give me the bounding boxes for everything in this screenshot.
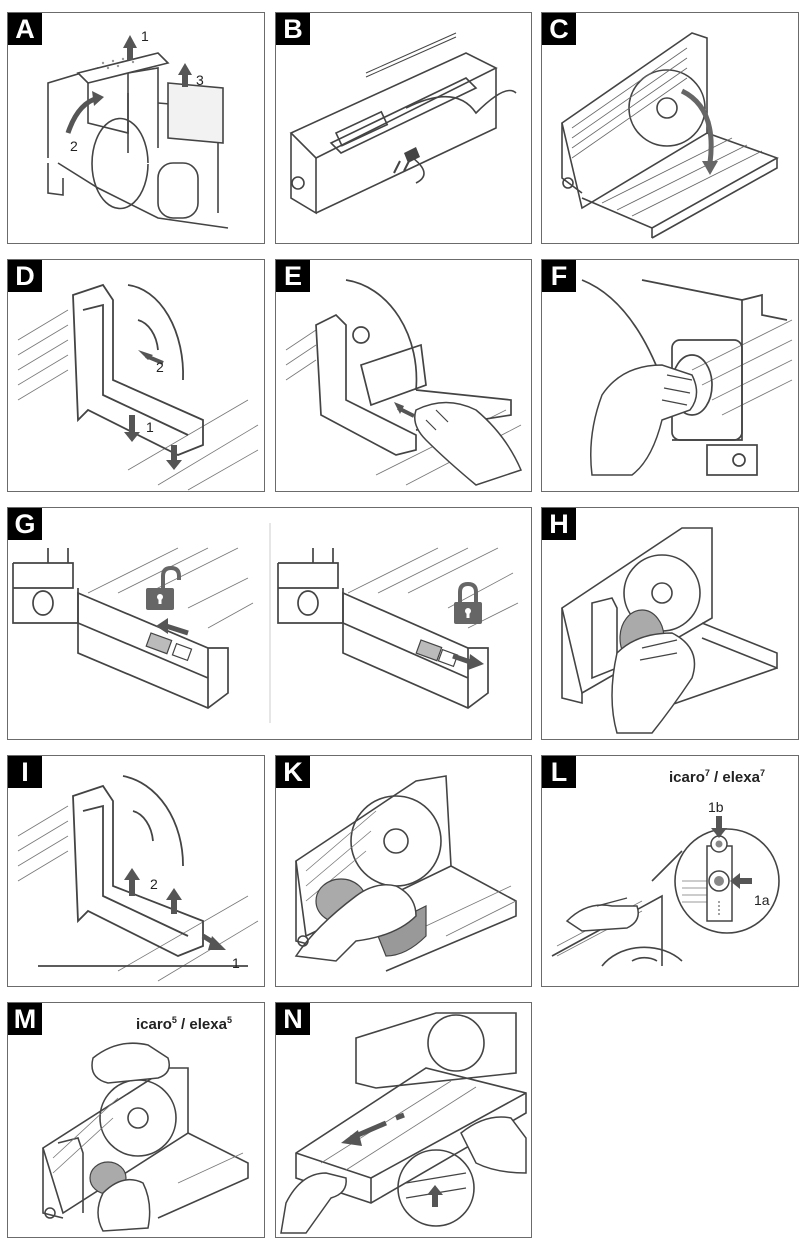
slicer-disassembly-illustration: 1 2 3	[47, 28, 229, 229]
slicing-operation-illustration	[561, 527, 778, 734]
panel-e: E	[275, 259, 532, 492]
panel-n: N	[275, 1002, 532, 1238]
panel-label: C	[542, 13, 576, 45]
panel-k: K	[275, 755, 532, 987]
panel-label: N	[276, 1003, 310, 1035]
step-1a-label: 1a	[754, 892, 770, 908]
panel-label: B	[276, 13, 310, 45]
panel-l: L icaro7 / elexa7 1b 1a	[541, 755, 799, 987]
padlock-open-icon	[146, 565, 181, 610]
step-2-label: 2	[70, 138, 78, 154]
food-pusher-insertion-illustration	[285, 279, 523, 486]
panel-i: I 2 1	[7, 755, 265, 987]
step-1-label: 1	[146, 419, 154, 435]
blade-cleaning-illustration	[294, 775, 517, 972]
panel-c: C	[541, 12, 799, 244]
carriage-tray-removal-illustration	[280, 1012, 527, 1234]
blade-removal-small-model-illustration	[42, 1042, 249, 1232]
panel-a: A 1 2 3	[7, 12, 265, 244]
model-caption: icaro5 / elexa5	[136, 1015, 232, 1033]
step-1b-label: 1b	[708, 799, 724, 815]
carriage-lock-illustration	[12, 523, 519, 723]
panel-label: D	[8, 260, 42, 292]
food-carriage-removal-illustration: 2 1	[17, 775, 259, 982]
panel-label: A	[8, 13, 42, 45]
step-3-label: 3	[196, 72, 204, 88]
panel-label: K	[276, 756, 310, 788]
blade-removal-illustration: 1b 1a	[551, 799, 780, 967]
power-cord-storage-illustration	[289, 32, 517, 215]
panel-label: E	[276, 260, 310, 292]
panel-label: F	[542, 260, 576, 292]
panel-g: G	[7, 507, 532, 740]
panel-f: F	[541, 259, 799, 492]
slicer-folding-illustration	[561, 32, 779, 239]
panel-d: D 2 1	[7, 259, 265, 492]
panel-b: B	[275, 12, 532, 244]
panel-m: M icaro5 / elexa5	[7, 1002, 265, 1238]
food-carriage-insertion-illustration: 2 1	[17, 283, 259, 491]
panel-label: G	[8, 508, 42, 540]
panel-label: L	[542, 756, 576, 788]
step-2-label: 2	[156, 359, 164, 375]
step-1-label: 1	[232, 955, 240, 971]
panel-label: M	[8, 1003, 42, 1035]
thickness-knob-adjust-illustration	[581, 279, 793, 476]
step-1-label: 1	[141, 28, 149, 44]
padlock-closed-icon	[454, 581, 482, 624]
model-caption: icaro7 / elexa7	[669, 768, 765, 786]
panel-label: H	[542, 508, 576, 540]
panel-label: I	[8, 756, 42, 788]
step-2-label: 2	[150, 876, 158, 892]
panel-h: H	[541, 507, 799, 740]
